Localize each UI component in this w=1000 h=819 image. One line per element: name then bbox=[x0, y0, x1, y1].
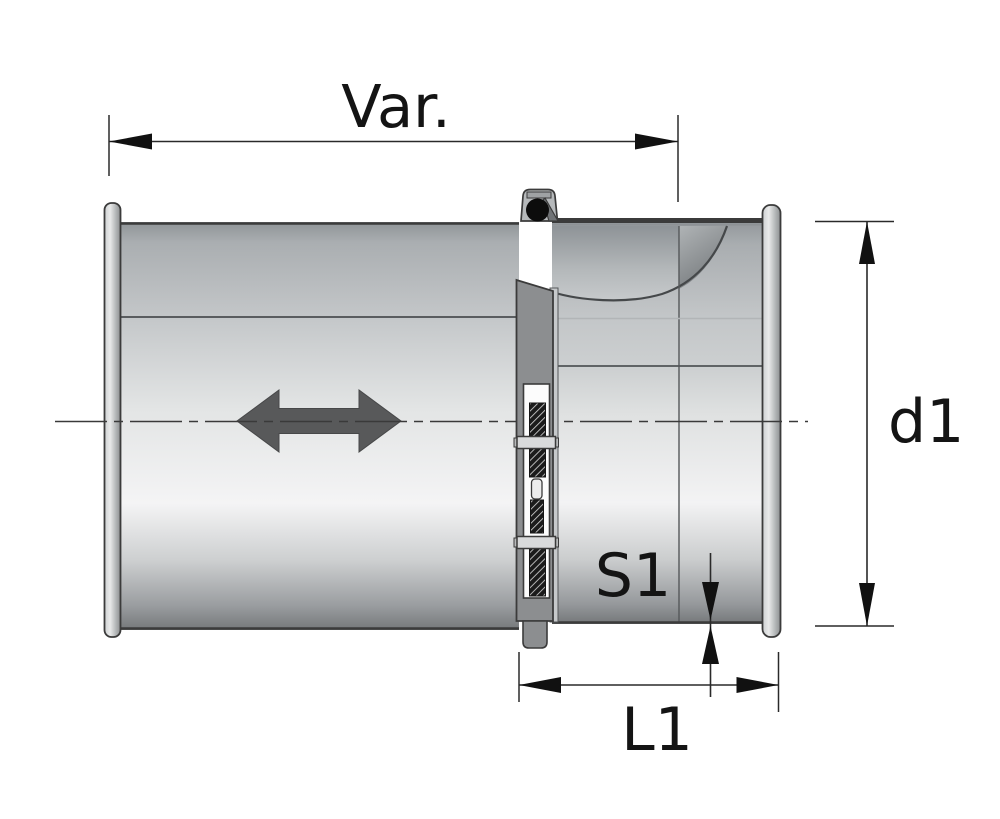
s1-label: S1 bbox=[595, 541, 671, 611]
dimension-d1: d1 bbox=[815, 220, 964, 627]
clamp-threaded-rod-middle bbox=[530, 499, 544, 534]
clamp-crossbar-lower bbox=[513, 535, 559, 550]
l1-label: L1 bbox=[621, 695, 693, 765]
l1-arrow-right bbox=[736, 677, 779, 693]
s1-arrow-down bbox=[702, 582, 719, 620]
dimension-s1: S1 bbox=[595, 541, 719, 697]
clamp-assembly bbox=[513, 188, 560, 649]
d1-arrow-bottom bbox=[859, 583, 875, 626]
s1-arrow-up bbox=[702, 626, 719, 664]
dimension-var: Var. bbox=[108, 72, 679, 202]
clamp-threaded-rod-lower bbox=[529, 545, 546, 597]
var-arrow-left bbox=[109, 133, 152, 150]
inner-pipe-flange bbox=[103, 202, 122, 638]
worm-screw-icon bbox=[526, 198, 549, 222]
clamp-foot bbox=[522, 620, 548, 649]
d1-label: d1 bbox=[888, 387, 964, 457]
var-arrow-right bbox=[635, 133, 678, 150]
l1-arrow-left bbox=[519, 677, 561, 693]
cutaway-shadow-wedge bbox=[679, 226, 727, 289]
var-label: Var. bbox=[341, 72, 451, 141]
clamp-slot bbox=[530, 478, 543, 500]
dimension-l1: L1 bbox=[518, 652, 780, 765]
outer-pipe bbox=[551, 204, 782, 638]
clamp-crossbar-upper bbox=[513, 435, 559, 450]
clamp-housing-tab bbox=[526, 191, 552, 199]
clamp-screw-housing bbox=[520, 188, 560, 222]
cutaway-curve bbox=[551, 225, 729, 302]
d1-arrow-top bbox=[859, 221, 875, 264]
